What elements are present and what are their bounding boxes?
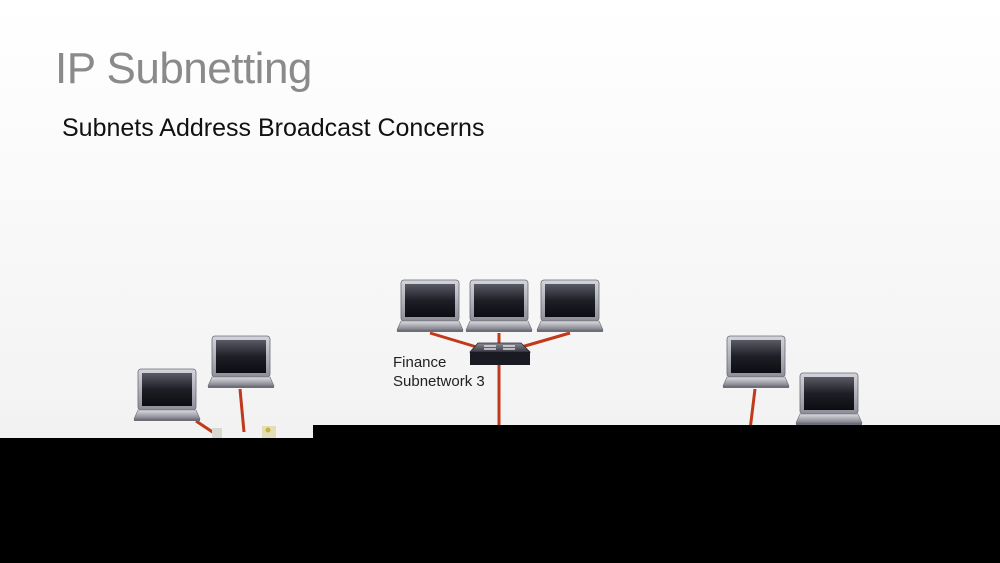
laptop-icon: [536, 279, 604, 333]
black-occluder: [0, 438, 1000, 563]
finance-label-line1: Finance: [393, 354, 447, 371]
cable: [195, 419, 215, 435]
cable: [748, 388, 757, 431]
switch-icon: [469, 342, 531, 365]
black-occluder: [313, 425, 1000, 439]
slide-subtitle: Subnets Address Broadcast Concerns: [62, 114, 485, 142]
slide-title: IP Subnetting: [55, 44, 312, 93]
laptop-icon: [133, 368, 201, 422]
cable: [429, 331, 481, 350]
cable: [238, 388, 246, 433]
cable: [517, 331, 571, 350]
laptop-icon: [207, 335, 275, 389]
laptop-icon: [795, 372, 863, 426]
laptop-icon: [396, 279, 464, 333]
switch-icon: [212, 426, 276, 438]
laptop-icon: [722, 335, 790, 389]
laptop-icon: [465, 279, 533, 333]
finance-label-line2: Subnetwork 3: [393, 373, 485, 390]
finance-subnetwork-label: Finance Subnetwork 3: [393, 353, 485, 391]
